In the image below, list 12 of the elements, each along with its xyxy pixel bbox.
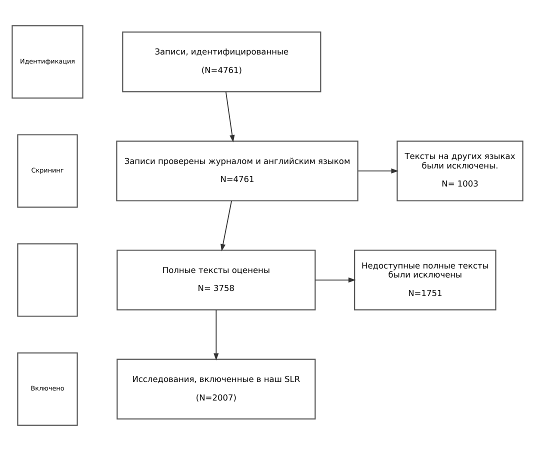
arrow [214,310,219,361]
arrow [220,200,232,252]
arrow [314,277,356,283]
arrow [358,168,399,174]
node-box: Записи проверены журналом и английским языком N=4761 [116,140,358,202]
node-box: Записи, идентифицированные (N=4761) [122,32,322,92]
node-box: Тексты на других языках были исключены. N= 1003 [396,140,524,202]
arrow [225,91,235,142]
node-box [17,243,78,317]
node-box: Полные тексты оценены N= 3758 [116,250,316,310]
node-box: Исследования, включенные в наш SLR (N=2007) [116,358,316,420]
node-box: Недоступные полные тексты были исключены N=1751 [354,250,496,310]
